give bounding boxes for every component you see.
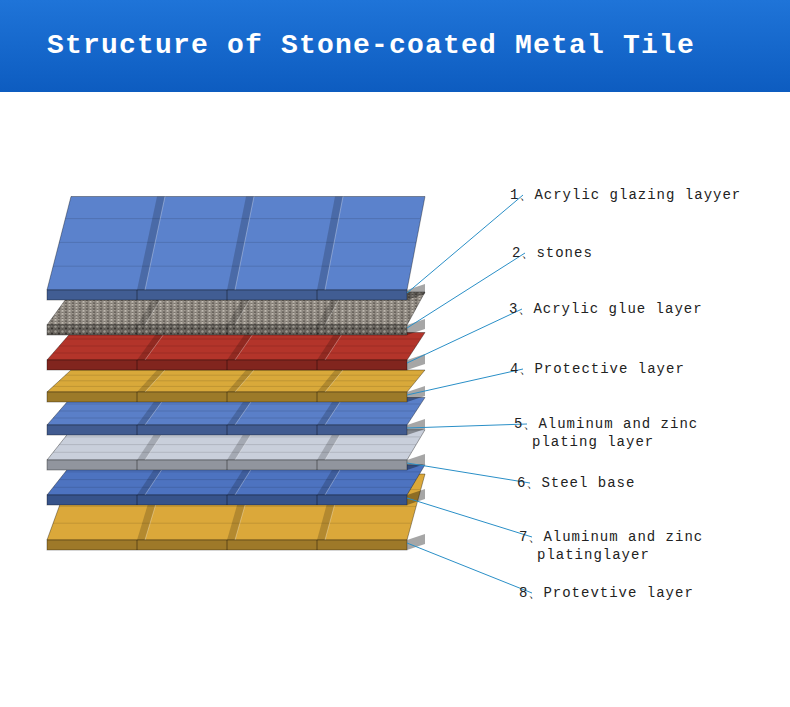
layer-label: 1、Acrylic glazing layyer [510, 186, 741, 204]
leader-line [407, 424, 527, 428]
steel-sheet [47, 430, 425, 470]
layer-label: 6、Steel base [517, 474, 635, 492]
leader-line [407, 369, 523, 395]
layer-label: 4、Protective layer [510, 360, 685, 378]
leader-line [407, 543, 532, 593]
leader-line [407, 309, 522, 363]
leader-line [407, 195, 523, 293]
plating-sheet [47, 398, 425, 436]
plating-sheet [47, 465, 425, 505]
layer-label: 2、stones [512, 244, 593, 262]
layer-label: 7、Aluminum and zinc platinglayer [519, 528, 752, 564]
leader-line [407, 253, 525, 328]
leader-line [407, 498, 532, 537]
layer-label: 3、Acrylic glue layer [509, 300, 703, 318]
leader-line [407, 463, 530, 483]
title: Structure of Stone-coated Metal Tile [47, 29, 695, 63]
layer-label: 5、Aluminum and zinc plating layer [514, 415, 747, 451]
glazing-sheet [47, 197, 425, 301]
title-band [0, 0, 790, 92]
glue-sheet [47, 333, 425, 371]
layer-label: 8、Protevtive layer [519, 584, 694, 602]
protective-sheet [47, 370, 425, 402]
